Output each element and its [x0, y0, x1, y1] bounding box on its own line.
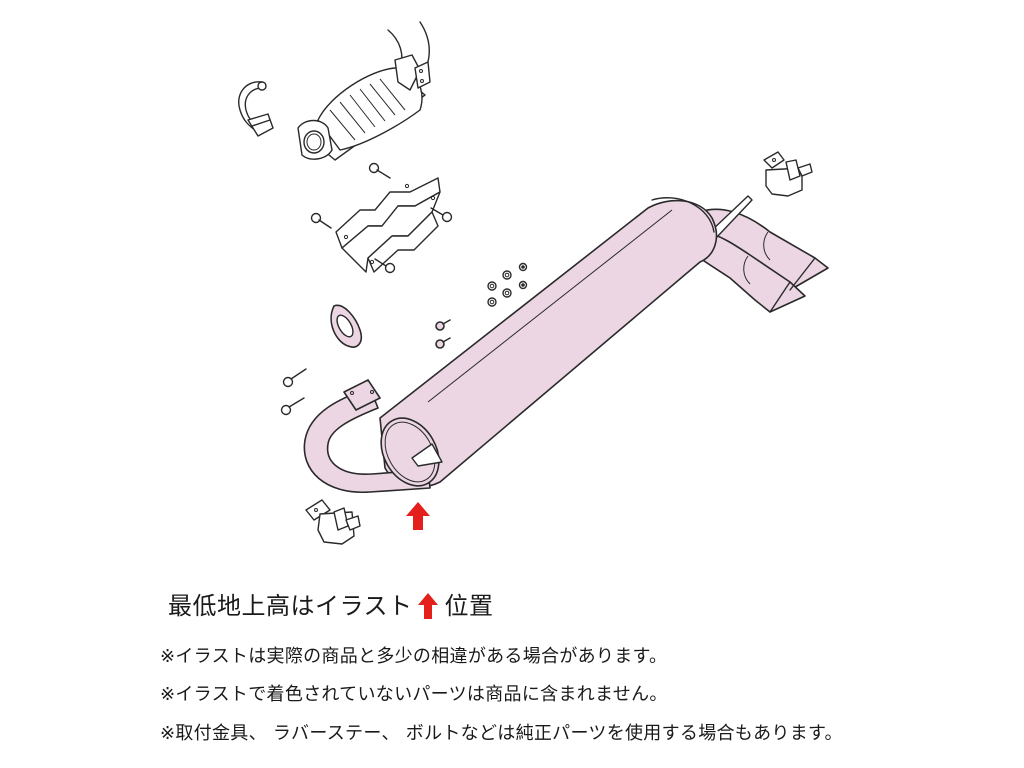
ground-clearance-caption: 最低地上高はイラスト 位置	[168, 590, 494, 622]
bolts-left	[280, 368, 307, 416]
exhaust-exploded-illustration	[238, 21, 829, 545]
rubber-hanger-front	[305, 499, 361, 545]
washers-nuts	[487, 262, 528, 307]
flange-gasket	[330, 304, 363, 348]
caption-text-before: 最低地上高はイラスト	[168, 592, 413, 620]
bolts-bracket	[310, 162, 453, 274]
mounting-bracket-plate	[335, 177, 441, 273]
caption-text-after: 位置	[444, 592, 494, 620]
rubber-hanger-rear	[763, 151, 813, 197]
note-genuine-parts: ※取付金具、 ラバーステー、 ボルトなどは純正パーツを使用する場合もあります。	[160, 723, 843, 744]
ground-clearance-arrow-icon	[406, 502, 430, 530]
short-bolts	[435, 319, 451, 349]
note-uncolored-parts: ※イラストで着色されていないパーツは商品に含まれません。	[160, 684, 668, 705]
hanger-clamp	[238, 81, 274, 137]
catalytic-converter	[297, 21, 431, 161]
red-up-arrow-icon	[417, 593, 438, 619]
note-illustration-difference: ※イラストは実際の商品と多少の相違がある場合があります。	[160, 646, 668, 667]
rear-muffler	[303, 195, 829, 493]
